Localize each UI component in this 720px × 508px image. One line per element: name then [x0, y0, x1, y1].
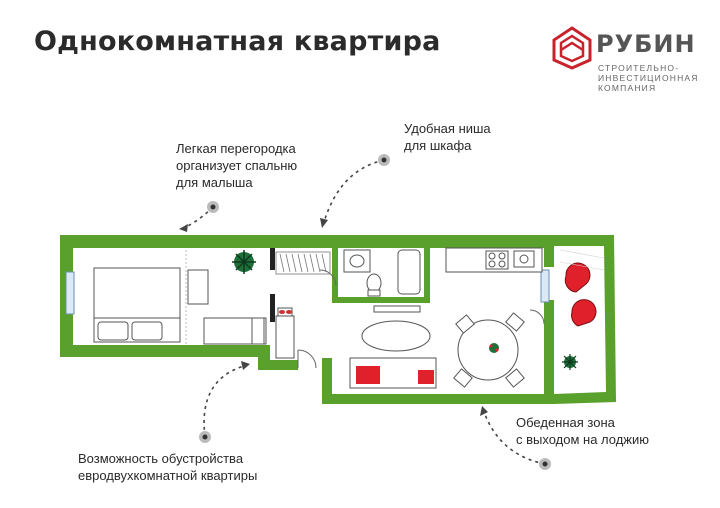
page-title: Однокомнатная квартира: [34, 26, 441, 57]
armchair: [571, 299, 597, 327]
partition-note: Легкая перегородка организует спальню дл…: [176, 140, 297, 191]
wardrobe-hatch: [275, 251, 467, 275]
pillow: [131, 321, 163, 341]
arrowhead-icon: [179, 224, 188, 232]
living-room: [349, 305, 437, 389]
logo-subtitle-line: ИНВЕСТИЦИОННАЯ: [598, 73, 699, 83]
logo-subtitle: СТРОИТЕЛЬНО- ИНВЕСТИЦИОННАЯ КОМПАНИЯ: [598, 63, 718, 93]
shoe-cabinet: [275, 315, 295, 359]
logo-subtitle-line: СТРОИТЕЛЬНО-: [598, 63, 680, 73]
toilet: [366, 273, 382, 293]
plant-icon: [232, 250, 256, 274]
note-line: с выходом на лоджию: [516, 432, 650, 447]
logo-subtitle-line: КОМПАНИЯ: [598, 83, 657, 93]
bathroom: [343, 249, 421, 297]
loggia-chairs: [564, 262, 597, 327]
child-furniture: [185, 250, 267, 345]
note-line: для малыша: [176, 175, 253, 190]
stove: [485, 250, 509, 270]
windows: [65, 269, 550, 315]
tv: [373, 305, 421, 313]
window: [65, 271, 75, 315]
note-line: Возможность обустройства: [78, 451, 244, 466]
door-arcs: [297, 269, 545, 369]
company-logo: РУБИН СТРОИТЕЛЬНО- ИНВЕСТИЦИОННАЯ КОМПАН…: [552, 26, 712, 96]
arrow-origin-dots: [199, 154, 551, 470]
note-line: Удобная ниша: [404, 121, 491, 136]
arrowhead-icon: [241, 361, 250, 370]
arrowhead-icon: [480, 406, 488, 416]
note-line: организует спальню: [176, 158, 298, 173]
dresser: [187, 269, 209, 305]
logo-name: РУБИН: [596, 30, 696, 58]
cushion: [356, 366, 380, 384]
loggia-floor-hatch: [559, 249, 605, 271]
note-line: Легкая перегородка: [176, 141, 296, 156]
dining-table: [453, 312, 525, 388]
window: [540, 269, 550, 303]
note-line: Обеденная зона: [516, 415, 615, 430]
entrance-furniture: [275, 307, 295, 359]
bed: [93, 267, 181, 343]
flower-vase-icon: [489, 343, 499, 353]
arrow-dining: [483, 411, 546, 465]
annotation-arrows: [183, 159, 546, 465]
pillow: [97, 321, 129, 341]
arrowhead-icon: [320, 218, 328, 228]
partition: [270, 248, 275, 322]
arrow-two-room: [203, 365, 245, 438]
note-line: евродвухкомнатной квартиры: [78, 468, 258, 483]
kitchen: [445, 247, 543, 273]
ruby-logo-icon: [552, 26, 592, 70]
cushion: [418, 370, 434, 384]
plant-icon: [562, 354, 578, 370]
niche-note: Удобная ниша для шкафа: [404, 120, 491, 154]
door-arc: [319, 269, 337, 287]
arrow-heads: [179, 218, 488, 416]
dining-note: Обеденная зона с выходом на лоджию: [516, 414, 649, 448]
arrow-niche: [323, 159, 385, 223]
bathtub: [397, 249, 421, 295]
two-room-note: Возможность обустройства евродвухкомнатн…: [78, 450, 257, 484]
note-line: для шкафа: [404, 138, 472, 153]
armchair: [564, 262, 591, 293]
rug: [361, 320, 431, 352]
